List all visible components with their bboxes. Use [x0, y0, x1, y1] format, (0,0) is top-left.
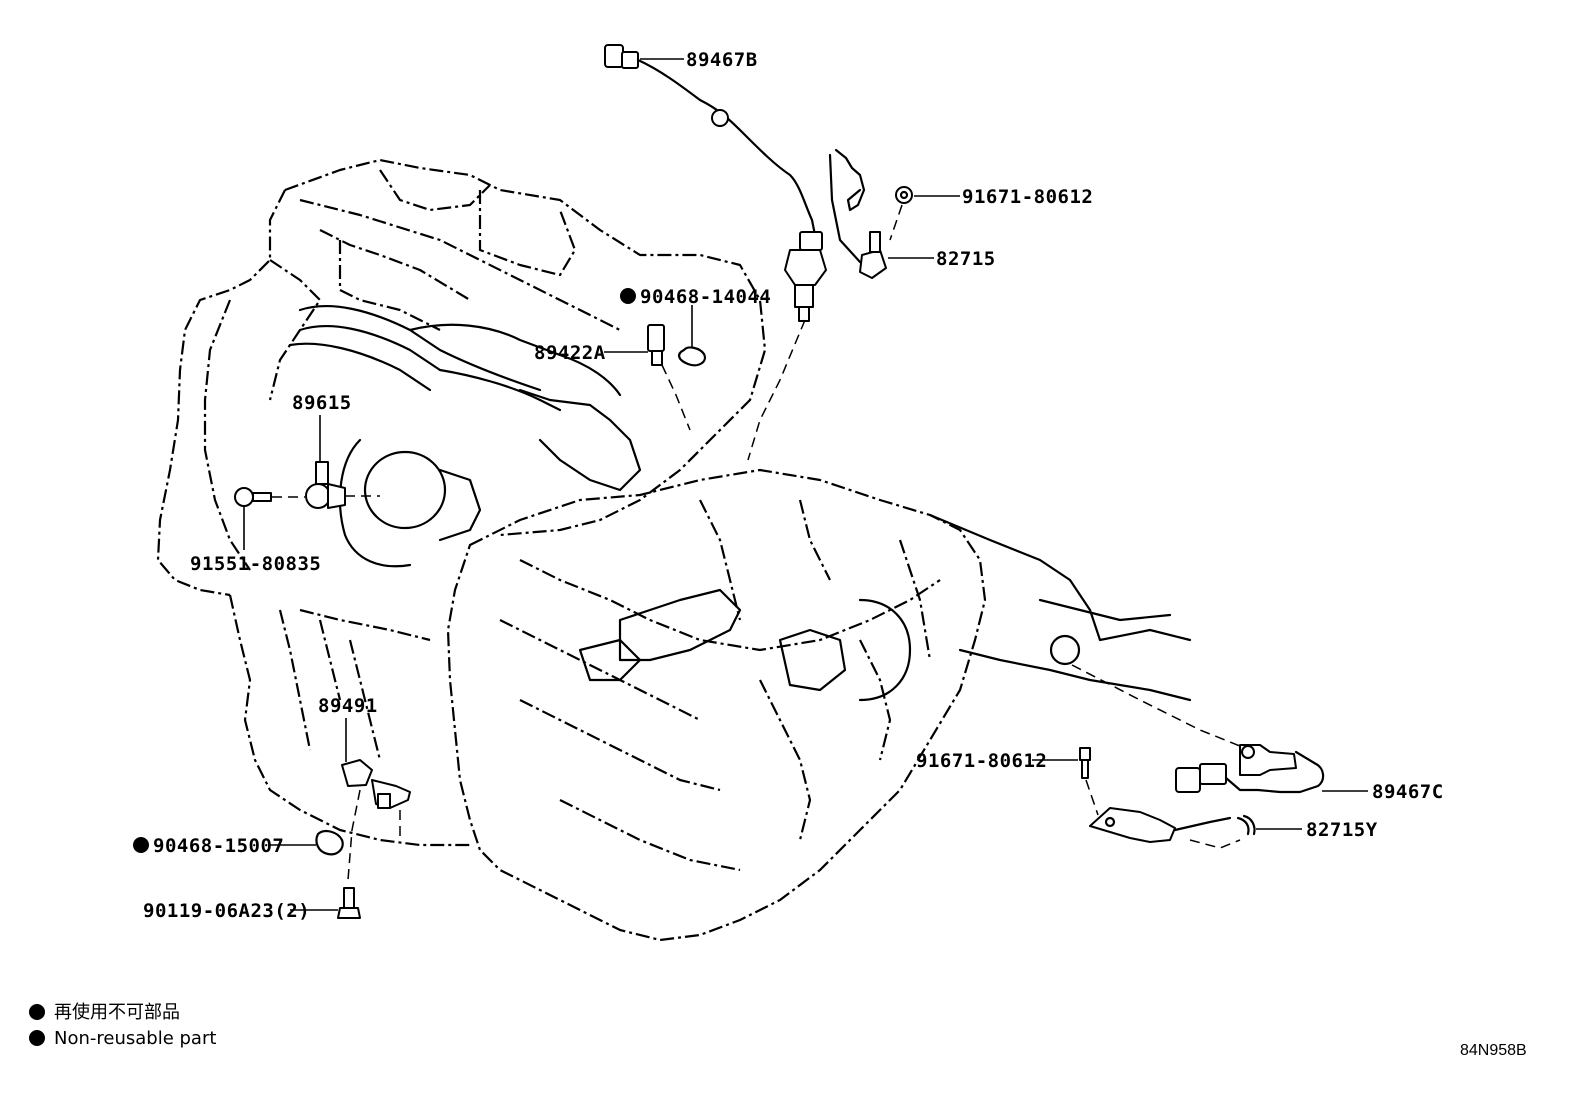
label-90119-06A23: 90119-06A23(2) [143, 900, 310, 922]
label-82715: 82715 [936, 248, 996, 270]
diagram-code: 84N958B [1460, 1042, 1527, 1059]
part-91671-80612-bottom-bolt [1079, 747, 1091, 779]
engine-assembly-outline [156, 158, 1192, 942]
label-89467C: 89467C [1372, 781, 1444, 803]
label-90468-14044: 90468-14044 [640, 286, 771, 308]
label-90468-15007: 90468-15007 [153, 835, 284, 857]
part-82715Y-bracket [1089, 807, 1256, 843]
part-89615-knock-sensor [305, 461, 346, 509]
label-82715Y: 82715Y [1306, 819, 1378, 841]
legend-dot-en [29, 1030, 45, 1046]
non-reusable-dot-90468-15007 [133, 837, 149, 853]
label-89615: 89615 [292, 392, 352, 414]
part-89467B-oxygen-sensor [604, 44, 827, 322]
legend-dot-jp [29, 1004, 45, 1020]
label-89422A: 89422A [534, 342, 606, 364]
label-91671-80612-top: 91671-80612 [962, 186, 1093, 208]
legend: 再使用不可部品 Non-reusable part [29, 1002, 216, 1049]
part-90468-15007-clip [315, 830, 344, 856]
part-91551-80835-bolt [234, 487, 272, 507]
label-89467B: 89467B [686, 49, 758, 71]
label-91671-80612-bottom: 91671-80612 [916, 750, 1047, 772]
part-90119-06A23-bolt [337, 887, 361, 919]
part-82715-bracket [828, 148, 887, 279]
label-89491: 89491 [318, 695, 378, 717]
legend-text-jp: 再使用不可部品 [54, 1002, 180, 1023]
part-89467C-oxygen-sensor [1175, 744, 1325, 794]
label-91551-80835: 91551-80835 [190, 553, 321, 575]
part-89491-speed-sensor [341, 759, 411, 809]
legend-text-en: Non-reusable part [54, 1028, 216, 1049]
part-89422A-sensor [647, 324, 665, 366]
non-reusable-dot-90468-14044 [620, 288, 636, 304]
part-91671-80612-top-bolt [895, 186, 913, 204]
part-90468-14044-clip [678, 346, 706, 367]
